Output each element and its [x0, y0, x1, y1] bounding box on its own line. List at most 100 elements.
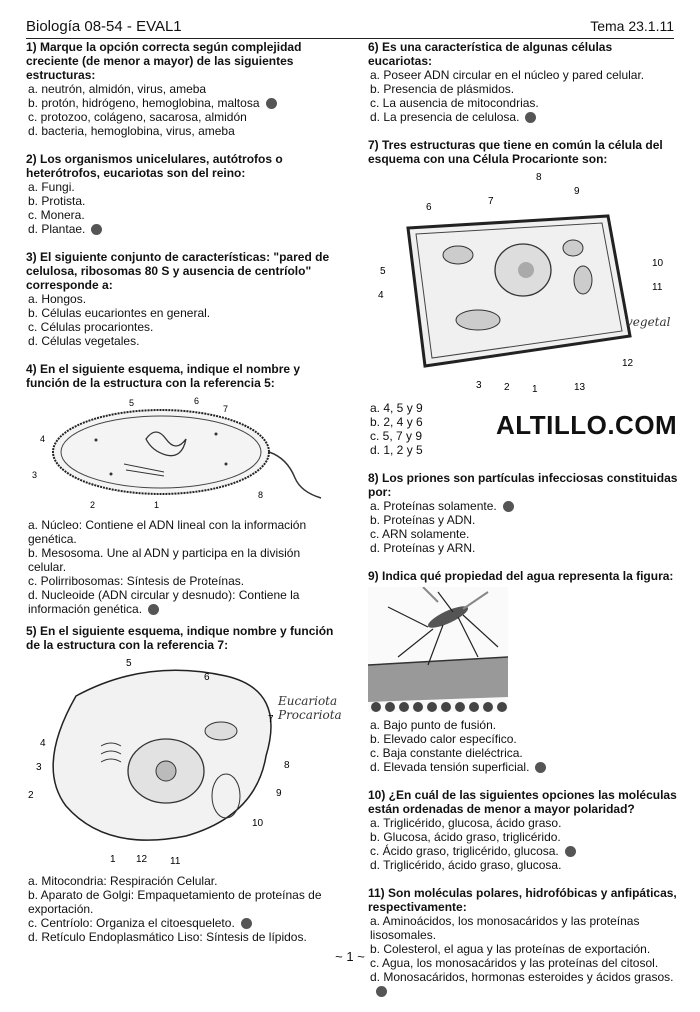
- fig-label: 12: [622, 358, 634, 369]
- fig-label: 1: [532, 384, 538, 395]
- option-b: b. Mesosoma. Une al ADN y participa en l…: [28, 546, 301, 574]
- option-a: a. Proteínas solamente.: [368, 499, 678, 513]
- fig-label: 11: [170, 856, 181, 867]
- animal-cell-svg: 5 6 7 4 3 2 8 9 10 1 12 11: [28, 658, 290, 867]
- question-4: 4) En el siguiente esquema, indique el n…: [26, 362, 341, 616]
- option-d: d. Células vegetales.: [28, 334, 140, 348]
- page-header: Biología 08-54 - EVAL1 Tema 23.1.11: [26, 18, 674, 39]
- fig-label: 8: [284, 760, 290, 771]
- fig-label: 5: [126, 658, 132, 669]
- fig-label: 3: [476, 380, 482, 391]
- option-c: c. Células procariontes.: [28, 320, 154, 334]
- question-stem: 2) Los organismos unicelulares, autótrof…: [26, 152, 283, 180]
- option-d: d. La presencia de celulosa.: [368, 110, 678, 124]
- option-c: c. ARN solamente.: [370, 527, 470, 541]
- question-1: 1) Marque la opción correcta según compl…: [26, 40, 341, 138]
- fig-label: 9: [574, 186, 580, 197]
- option-a: a. Aminoácidos, los monosacáridos y las …: [370, 914, 640, 942]
- fig-label: 7: [488, 196, 494, 207]
- question-6: 6) Es una característica de algunas célu…: [368, 40, 678, 124]
- option-b: b. protón, hidrógeno, hemoglobina, malto…: [26, 96, 341, 110]
- option-d: d. Plantae.: [26, 222, 341, 236]
- question-5: 5) En el siguiente esquema, indique nomb…: [26, 624, 342, 944]
- question-9: 9) Indica qué propiedad del agua represe…: [368, 569, 678, 774]
- option-d: d. Retículo Endoplasmático Liso: Síntesi…: [28, 930, 307, 944]
- option-c: c. Agua, los monosacáridos y las proteín…: [370, 956, 659, 970]
- answer-dot: [376, 986, 387, 998]
- fig-label: 2: [28, 790, 34, 801]
- option-d: d. Monosacáridos, hormonas esteroides y …: [368, 970, 678, 998]
- question-stem: 7) Tres estructuras que tiene en común l…: [368, 138, 663, 166]
- right-column: 6) Es una característica de algunas célu…: [368, 40, 678, 1012]
- option-c: c. protozoo, colágeno, sacarosa, almidón: [28, 110, 247, 124]
- question-11: 11) Son moléculas polares, hidrofóbicas …: [368, 886, 678, 998]
- option-a: a. Núcleo: Contiene el ADN lineal con la…: [28, 518, 307, 546]
- fig-label: 10: [652, 258, 664, 269]
- prokaryote-diagram: 5 6 7 1 2 3 4 8: [26, 394, 341, 512]
- question-stem: 9) Indica qué propiedad del agua represe…: [368, 569, 674, 583]
- option-b: b. 2, 4 y 6: [370, 415, 423, 429]
- option-c: c. La ausencia de mitocondrias.: [370, 96, 539, 110]
- answer-dot: [525, 112, 537, 124]
- fig-label: 4: [40, 738, 46, 749]
- answer-dot: [502, 501, 514, 513]
- fig-label: 8: [536, 172, 542, 183]
- option-d: d. bacteria, hemoglobina, virus, ameba: [28, 124, 235, 138]
- answer-dot: [564, 846, 576, 858]
- question-stem: 1) Marque la opción correcta según compl…: [26, 40, 302, 82]
- option-c: c. 5, 7 y 9: [370, 429, 423, 443]
- fig-label: 1: [110, 854, 116, 865]
- option-c: c. Polirribosomas: Síntesis de Proteínas…: [28, 574, 245, 588]
- fig-label: 11: [652, 282, 663, 293]
- handwritten-note: Eucariota Procariota: [278, 694, 342, 722]
- mosquito-water-figure: [368, 587, 678, 712]
- page-number: ~ 1 ~: [335, 949, 365, 964]
- fig-label: 5: [380, 266, 386, 277]
- question-10: 10) ¿En cuál de las siguientes opciones …: [368, 788, 678, 872]
- question-stem: 10) ¿En cuál de las siguientes opciones …: [368, 788, 677, 816]
- fig-label: 7: [268, 714, 274, 725]
- option-b: b. Aparato de Golgi: Empaquetamiento de …: [28, 888, 322, 916]
- option-b: b. Presencia de plásmidos.: [370, 82, 515, 96]
- option-a: a. Triglicérido, glucosa, ácido graso.: [370, 816, 562, 830]
- answer-dot: [240, 918, 252, 930]
- option-a: a. Fungi.: [28, 180, 75, 194]
- option-b: b. Protista.: [28, 194, 86, 208]
- mosquito-svg: [368, 587, 508, 712]
- option-c: c. Centríolo: Organiza el citoesqueleto.: [26, 916, 341, 930]
- option-b: b. Elevado calor específico.: [370, 732, 517, 746]
- plant-cell-svg: 8 9 7 6 5 4 10 11 12 3 2 1 13: [378, 172, 664, 395]
- fig-label: 7: [223, 404, 228, 414]
- left-column: 1) Marque la opción correcta según compl…: [26, 40, 342, 958]
- option-b: b. Colesterol, el agua y las proteínas d…: [370, 942, 651, 956]
- option-b: b. Glucosa, ácido graso, triglicérido.: [370, 830, 561, 844]
- option-a: a. neutrón, almidón, virus, ameba: [28, 82, 207, 96]
- option-a: a. Poseer ADN circular en el núcleo y pa…: [370, 68, 645, 82]
- fig-label: 4: [378, 290, 384, 301]
- fig-label: 2: [90, 500, 95, 510]
- answer-dot: [91, 224, 103, 236]
- option-c: c. Baja constante dieléctrica.: [370, 746, 523, 760]
- fig-label: 8: [258, 490, 263, 500]
- answer-dot: [265, 98, 277, 110]
- answer-dot: [148, 604, 160, 616]
- option-d: d. Triglicérido, ácido graso, glucosa.: [370, 858, 562, 872]
- prokaryote-svg: 5 6 7 1 2 3 4 8: [32, 396, 322, 510]
- question-stem: 5) En el siguiente esquema, indique nomb…: [26, 624, 334, 652]
- fig-label: 13: [574, 382, 586, 393]
- question-8: 8) Los priones son partículas infecciosa…: [368, 471, 678, 555]
- fig-label: 9: [276, 788, 282, 799]
- fig-label: 3: [36, 762, 42, 773]
- question-3: 3) El siguiente conjunto de característi…: [26, 250, 341, 348]
- option-b: b. Células eucariontes en general.: [28, 306, 211, 320]
- question-2: 2) Los organismos unicelulares, autótrof…: [26, 152, 341, 236]
- option-a: a. Hongos.: [28, 292, 87, 306]
- answer-dot: [535, 762, 547, 774]
- question-stem: 11) Son moléculas polares, hidrofóbicas …: [368, 886, 677, 914]
- option-c: c. Monera.: [28, 208, 85, 222]
- site-watermark: ALTILLO.COM: [496, 410, 678, 440]
- fig-label: 6: [204, 672, 210, 683]
- course-title: Biología 08-54 - EVAL1: [26, 18, 182, 35]
- option-a: a. Mitocondria: Respiración Celular.: [28, 874, 218, 888]
- fig-label: 5: [129, 398, 134, 408]
